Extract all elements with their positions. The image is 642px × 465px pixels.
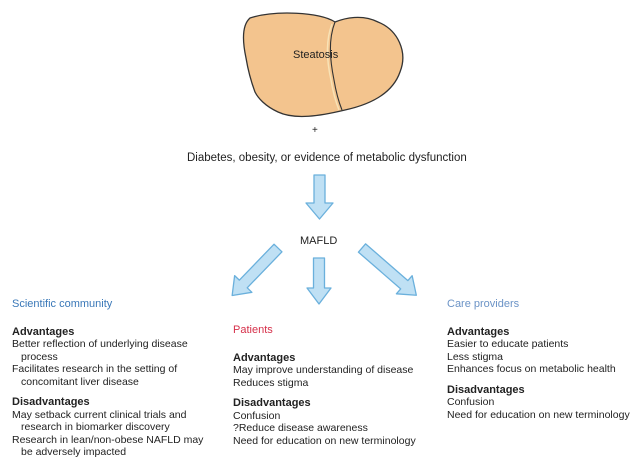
care-providers-column: Care providers Advantages Easier to educ… <box>447 298 640 421</box>
scientific-disadvantages-heading: Disadvantages <box>12 396 90 408</box>
list-item: Less stigma <box>447 350 504 363</box>
list-item: Need for education on new terminology <box>233 434 416 447</box>
patients-disadvantages-heading: Disadvantages <box>233 397 311 409</box>
list-item: Enhances focus on metabolic health <box>447 363 616 375</box>
arrow-to-patients <box>306 257 332 305</box>
patients-title: Patients <box>233 324 273 336</box>
scientific-community-column: Scientific community Advantages Better r… <box>12 298 227 459</box>
mafld-label: MAFLD <box>300 235 338 247</box>
list-item: May improve understanding of disease <box>233 364 414 376</box>
liver-lobe-divider <box>329 21 343 111</box>
list-item: Reduces stigma <box>233 376 309 389</box>
liver-label: Steatosis <box>293 49 339 61</box>
list-item: Need for education on new terminology <box>447 408 630 421</box>
list-item: ?Reduce disease awareness <box>233 422 368 434</box>
list-item: Confusion <box>233 409 281 422</box>
care-advantages-heading: Advantages <box>447 325 510 338</box>
list-item: Better reflection of underlying disease … <box>12 338 188 363</box>
care-disadvantages-heading: Disadvantages <box>447 383 525 396</box>
list-item: Confusion <box>447 396 495 408</box>
care-providers-title: Care providers <box>447 298 520 310</box>
list-item: Research in lean/non-obese NAFLD may be … <box>12 433 204 459</box>
liver-shape <box>242 12 404 118</box>
liver-illustration <box>242 12 404 118</box>
scientific-community-title: Scientific community <box>12 298 113 310</box>
plus-sign: + <box>312 125 318 136</box>
list-item: Easier to educate patients <box>447 338 569 350</box>
criteria-text: Diabetes, obesity, or evidence of metabo… <box>187 152 467 164</box>
arrows <box>231 174 417 305</box>
scientific-advantages-heading: Advantages <box>12 325 75 338</box>
arrow-to-care-providers <box>357 243 417 296</box>
patients-advantages-heading: Advantages <box>233 351 296 364</box>
patients-column: Patients Advantages May improve understa… <box>233 324 443 447</box>
list-item: Facilitates research in the setting of c… <box>12 363 178 388</box>
arrow-to-scientific <box>231 243 283 297</box>
arrow-down-to-mafld <box>305 174 334 220</box>
list-item: May setback current clinical trials and … <box>12 408 187 434</box>
